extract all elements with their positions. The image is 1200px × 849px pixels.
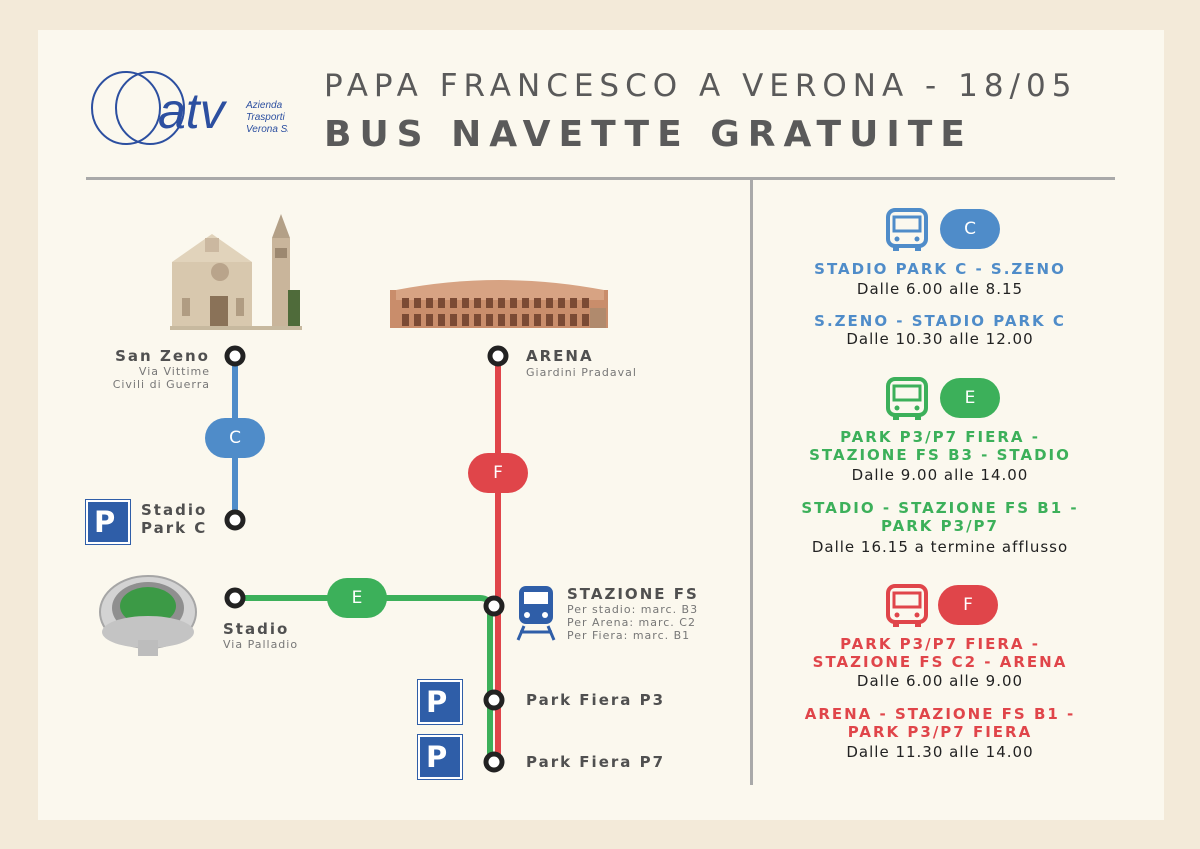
line-c-badge: C xyxy=(205,418,265,458)
parking-icon-p7: P xyxy=(418,735,462,779)
logo-company-3: Verona Srl xyxy=(246,124,288,135)
stazione-fs-detail-3: Per Fiera: marc. B1 xyxy=(567,629,691,642)
stadio-label: Stadio xyxy=(223,620,290,638)
line-e-badge: E xyxy=(327,578,387,618)
legend-f-time-1: Dalle 6.00 alle 9.00 xyxy=(856,672,1024,690)
column-divider xyxy=(750,180,753,785)
logo-company-2: Trasporti xyxy=(246,112,285,123)
legend-c-badge: C xyxy=(940,209,1000,249)
bus-icon-c xyxy=(886,208,928,251)
legend-e-route-2-line-2: PARK P3/P7 xyxy=(881,517,999,535)
logo-letters: atv xyxy=(158,83,228,139)
arena-detail: Giardini Pradaval xyxy=(526,366,637,379)
legend-c-time-1: Dalle 6.00 alle 8.15 xyxy=(856,280,1024,298)
legend-e-route-1-line-1: PARK P3/P7 FIERA - xyxy=(840,428,1040,446)
header-line-1: PAPA FRANCESCO A VERONA - 18/05 xyxy=(324,68,1078,104)
stop-san-zeno xyxy=(224,345,246,367)
legend-f-route-2-line-1: ARENA - STAZIONE FS B1 - xyxy=(804,705,1076,723)
legend-f-badge: F xyxy=(938,585,998,625)
stop-stadio-park-c xyxy=(224,509,246,531)
legend-f-route-1-line-2: STAZIONE FS C2 - ARENA xyxy=(812,653,1068,671)
san-zeno-label: San Zeno xyxy=(115,347,210,365)
legend-e-route-2-line-1: STADIO - STAZIONE FS B1 - xyxy=(801,499,1079,517)
park-fiera-p7-label: Park Fiera P7 xyxy=(526,753,666,771)
stop-park-fiera-p3 xyxy=(483,689,505,711)
legend-c-route-2: S.ZENO - STADIO PARK C xyxy=(814,312,1066,330)
stadio-park-c-label-1: Stadio xyxy=(141,501,208,519)
san-zeno-detail-1: Via Vittime xyxy=(138,365,210,378)
stadio-detail: Via Palladio xyxy=(223,638,299,651)
stazione-fs-detail-2: Per Arena: marc. C2 xyxy=(567,616,696,629)
stop-stazione-fs xyxy=(483,595,505,617)
header-divider xyxy=(86,177,1115,180)
stazione-fs-detail-1: Per stadio: marc. B3 xyxy=(567,603,699,616)
legend-c-route-1: STADIO PARK C - S.ZENO xyxy=(814,260,1066,278)
legend-f-route-2-line-2: PARK P3/P7 FIERA xyxy=(847,723,1033,741)
header-line-2: BUS NAVETTE GRATUITE xyxy=(324,114,973,155)
stop-stadio xyxy=(224,587,246,609)
san-zeno-church-illustration xyxy=(170,214,302,330)
legend-f-time-2: Dalle 11.30 alle 14.00 xyxy=(846,743,1034,761)
train-icon xyxy=(516,586,556,641)
arena-illustration xyxy=(390,280,608,328)
stadio-park-c-label-2: Park C xyxy=(141,519,208,537)
arena-label: ARENA xyxy=(526,347,594,365)
legend-c-time-2: Dalle 10.30 alle 12.00 xyxy=(846,330,1034,348)
legend-e-badge: E xyxy=(940,378,1000,418)
legend-e-time-1: Dalle 9.00 alle 14.00 xyxy=(851,466,1029,484)
bus-icon-f xyxy=(886,584,928,627)
route-map xyxy=(99,214,608,773)
parking-icon-stadio-park-c: P xyxy=(86,500,130,544)
legend-e-time-2: Dalle 16.15 a termine afflusso xyxy=(811,538,1069,556)
atv-logo: atv Azienda Trasporti Verona Srl xyxy=(91,71,288,145)
stop-park-fiera-p7 xyxy=(483,751,505,773)
legend-e-route-1-line-2: STAZIONE FS B3 - STADIO xyxy=(809,446,1071,464)
stadium-illustration xyxy=(99,575,197,656)
park-fiera-p3-label: Park Fiera P3 xyxy=(526,691,666,709)
san-zeno-detail-2: Civili di Guerra xyxy=(112,378,210,391)
stop-arena xyxy=(487,345,509,367)
parking-icon-p3: P xyxy=(418,680,462,724)
legend-f-route-1-line-1: PARK P3/P7 FIERA - xyxy=(840,635,1040,653)
logo-company-1: Azienda xyxy=(245,100,283,111)
line-f-badge: F xyxy=(468,453,528,493)
bus-icon-e xyxy=(886,377,928,420)
stazione-fs-label: STAZIONE FS xyxy=(567,585,699,603)
